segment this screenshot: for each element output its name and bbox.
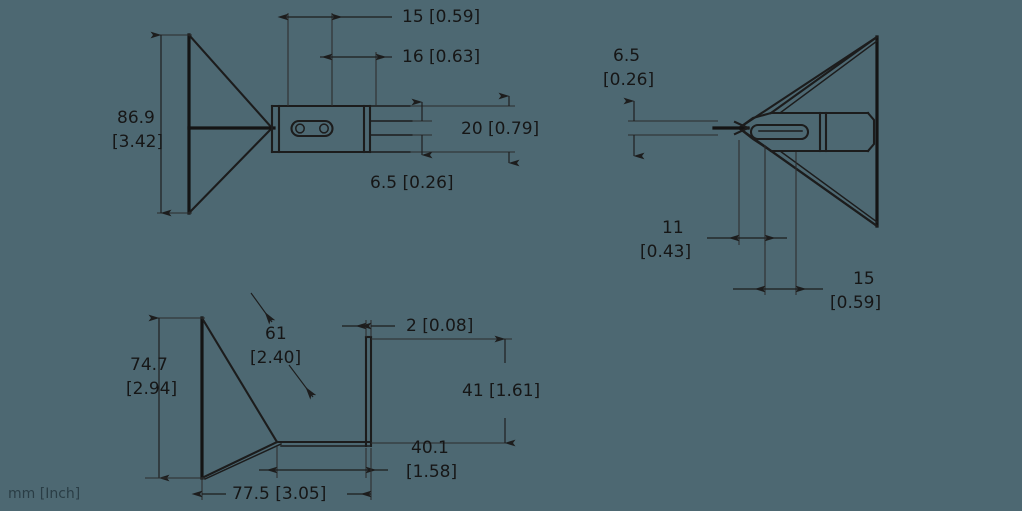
- dim-label-20-079: 20 [0.79]: [461, 119, 539, 139]
- dim-flange-offset-11: 11 [0.43]: [640, 140, 787, 262]
- dim-bracket-depth-401: 40.1 [1.58]: [259, 438, 457, 482]
- dim-label-16-063: 16 [0.63]: [402, 47, 480, 67]
- perspective-flare-upper-fold2: [778, 39, 879, 115]
- dim-label-15-b: [0.59]: [830, 293, 881, 313]
- view-right-front-perspective: 6.5 [0.26] 11 [0.43] 15 [0.59]: [603, 35, 881, 313]
- dim-label-65-b: [0.26]: [603, 70, 654, 90]
- dim-body-length-15: 15 [0.59]: [733, 145, 881, 313]
- dim-waveguide-thickness-65: 6.5 [0.26]: [603, 46, 718, 160]
- dim-label-747-b: [2.94]: [126, 379, 177, 399]
- horn-flare-lower: [187, 126, 274, 215]
- dim-hole-spacing-16: 16 [0.63]: [320, 47, 480, 106]
- dim-label-11-a: 11: [662, 218, 684, 238]
- perspective-flare-upper-outer: [737, 35, 879, 130]
- dim-label-65-a: 6.5: [613, 46, 640, 66]
- perspective-flare-lower-fold2: [778, 149, 879, 224]
- body-mounting-slot: [290, 119, 334, 138]
- dim-label-2-008: 2 [0.08]: [406, 316, 473, 336]
- perspective-flare-upper-inner: [769, 35, 879, 115]
- bracket-flare-lower: [200, 440, 279, 480]
- unit-note-label: mm [Inch]: [8, 486, 80, 502]
- dim-label-15-059: 15 [0.59]: [402, 7, 480, 27]
- dim-bracket-height-41: 41 [1.61]: [371, 335, 540, 447]
- dim-label-3-42: [3.42]: [112, 132, 163, 152]
- slot-hole-left: [295, 123, 305, 134]
- dim-label-65-026: 6.5 [0.26]: [370, 173, 454, 193]
- dim-horn-flare-length-61: 61 [2.40]: [250, 292, 317, 400]
- dim-aperture-height: 86.9 [3.42]: [112, 31, 192, 217]
- view-top-left-side-profile: 86.9 [3.42] 15 [0.59] 16 [0.63]: [112, 7, 539, 217]
- perspective-flare-lower-inner: [769, 149, 879, 228]
- bracket-flare-upper: [200, 316, 279, 444]
- dim-label-61-b: [2.40]: [250, 348, 301, 368]
- dim-label-61-a: 61: [265, 324, 287, 344]
- dim-label-401-b: [1.58]: [406, 462, 457, 482]
- view-bottom-left-bracket-profile: 74.7 [2.94] 61 [2.40] 2 [0.08] 41 [1.61]: [126, 292, 540, 504]
- dim-label-11-b: [0.43]: [640, 242, 691, 262]
- dim-label-15-a: 15: [853, 269, 875, 289]
- perspective-mounting-slot: [749, 123, 810, 141]
- perspective-feed-tip: [733, 120, 751, 136]
- slot-hole-right: [319, 123, 329, 134]
- dim-label-775-305: 77.5 [3.05]: [232, 484, 326, 504]
- dim-label-747-a: 74.7: [130, 355, 168, 375]
- dim-overall-length-775: 77.5 [3.05]: [145, 448, 372, 504]
- perspective-body-rear-cap: [866, 111, 876, 153]
- dim-plate-thickness-2: 2 [0.08]: [342, 316, 473, 337]
- dim-label-86-9: 86.9: [117, 108, 155, 128]
- dim-label-401-a: 40.1: [411, 438, 449, 458]
- dim-body-width-20: 20 [0.79]: [410, 92, 539, 167]
- bracket-flare-lower-fold: [204, 443, 282, 480]
- dim-slot-width-65: 6.5 [0.26]: [370, 98, 454, 193]
- horn-flare-upper: [187, 33, 274, 130]
- dim-label-41-161: 41 [1.61]: [462, 381, 540, 401]
- dim-horn-height-747: 74.7 [2.94]: [126, 314, 205, 482]
